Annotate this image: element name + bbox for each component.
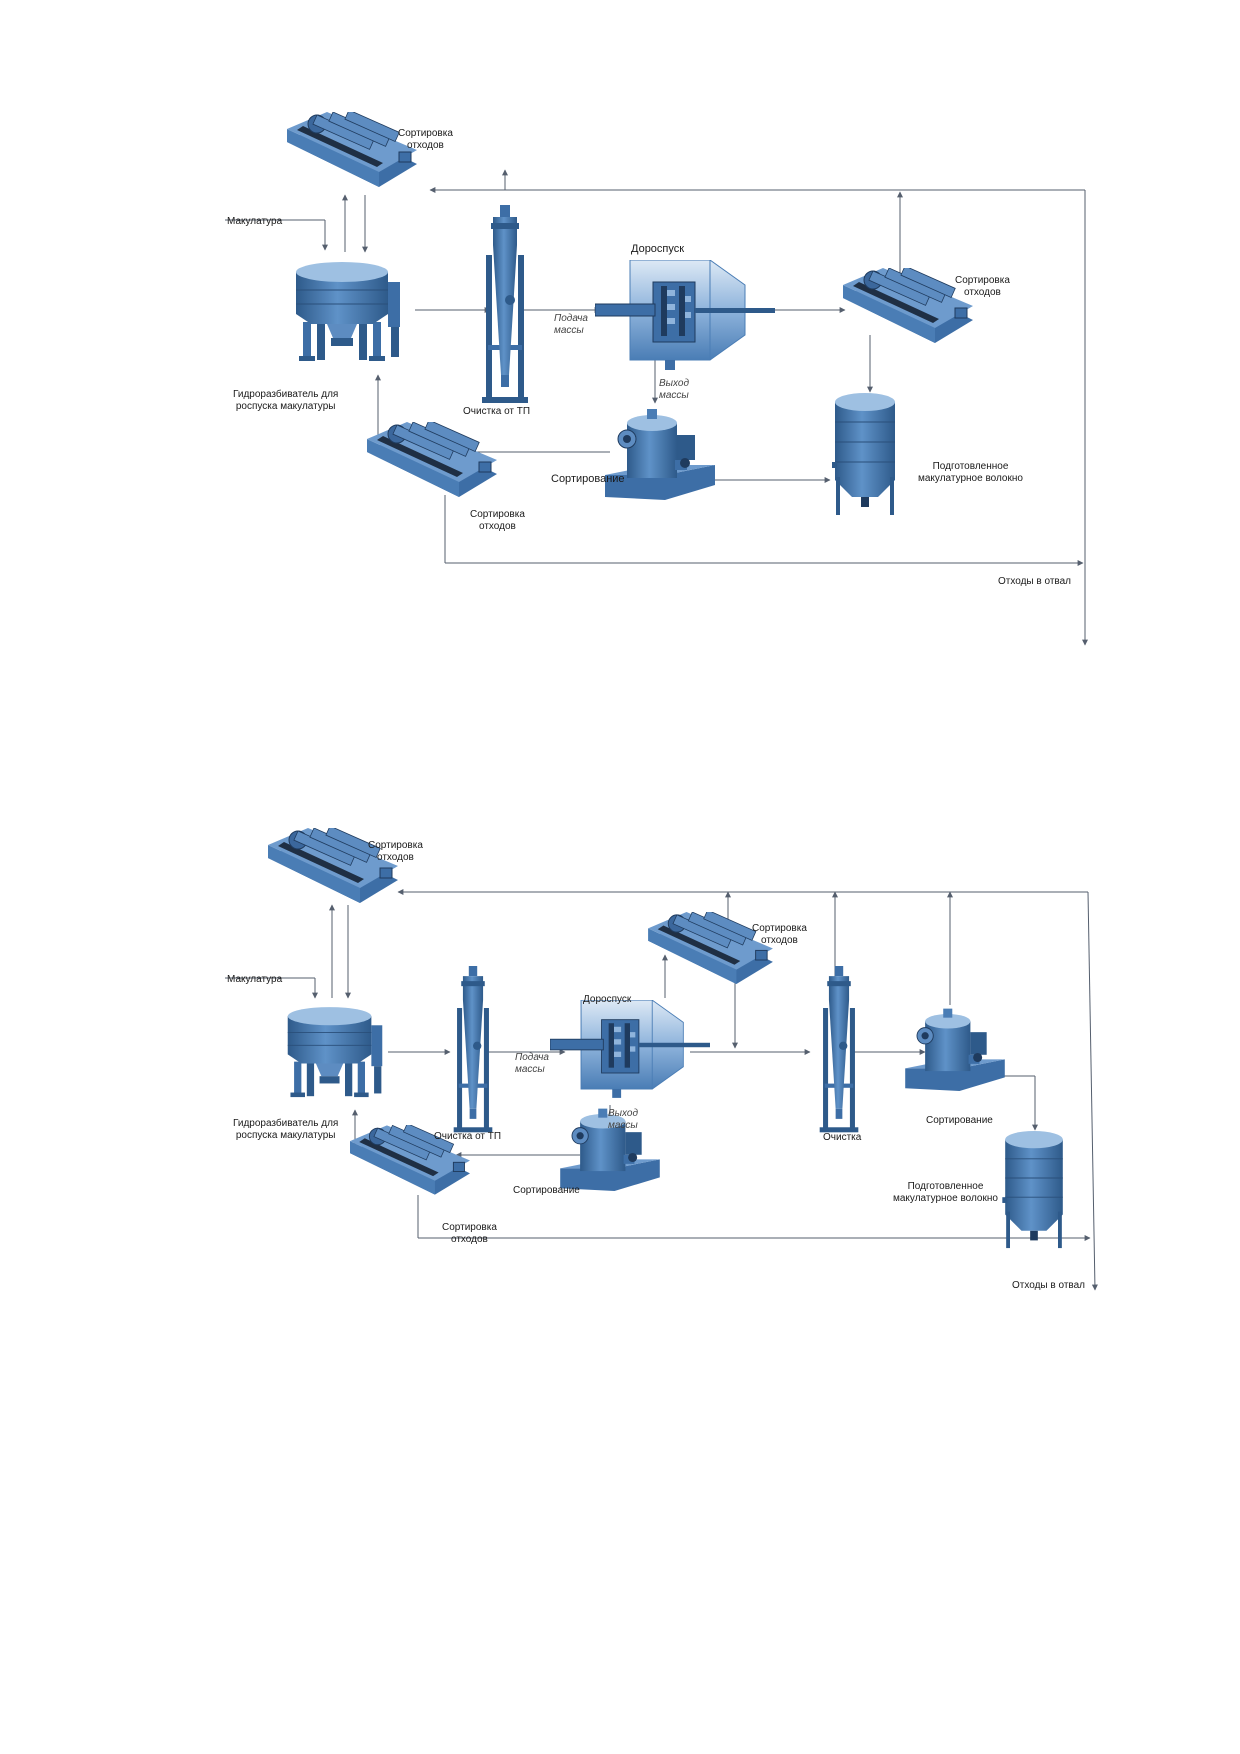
label-dorospusk-2: Дороспуск bbox=[583, 994, 632, 1005]
label-waste-sort-right: Сортировка отходов bbox=[955, 275, 1010, 298]
label-to-dump-2: Отходы в отвал bbox=[1012, 1280, 1085, 1291]
label-dorospusk: Дороспуск bbox=[631, 243, 685, 255]
disperser-icon-2 bbox=[550, 1000, 710, 1098]
label-makulatura: Макулатура bbox=[227, 216, 283, 227]
flow-diagram-2: Сортировка отходов Макулатура Гидроразби… bbox=[0, 820, 1240, 1340]
pressure-screen-right-icon-2 bbox=[905, 1005, 1005, 1091]
label-waste-sort-top-2: Сортировка отходов bbox=[368, 840, 423, 863]
label-waste-sort-mid-2: Сортировка отходов bbox=[752, 923, 807, 946]
label-pulper-2: Гидроразбиватель для роспуска макулатуры bbox=[233, 1118, 339, 1141]
fiber-tank-icon-2 bbox=[1000, 1130, 1068, 1250]
disperser-icon bbox=[595, 260, 775, 370]
label-waste-sort-bottom: Сортировка отходов bbox=[470, 509, 525, 532]
cyclone-cleaner-icon bbox=[480, 205, 530, 405]
label-waste-sort-bottom-2: Сортировка отходов bbox=[442, 1222, 497, 1245]
label-screening: Сортирование bbox=[551, 473, 625, 485]
label-makulatura-2: Макулатура bbox=[227, 974, 283, 985]
label-to-dump: Отходы в отвал bbox=[998, 576, 1071, 587]
label-cleaner-tp-2: Очистка от ТП bbox=[434, 1131, 502, 1142]
flow-diagram-1: Сортировка отходов Макулатура Гидроразби… bbox=[0, 100, 1240, 646]
label-feed: Подача массы bbox=[554, 313, 588, 336]
waste-sorter-right-icon bbox=[843, 268, 973, 343]
fiber-tank-icon bbox=[830, 392, 900, 517]
cyclone-cleaner-icon-2 bbox=[818, 965, 860, 1135]
label-prepared-fiber: Подготовленное макулатурное волокно bbox=[918, 461, 1023, 484]
label-cleaner-tp: Очистка от ТП bbox=[463, 406, 531, 417]
label-outlet: Выход массы bbox=[659, 378, 690, 401]
flow-lines-1 bbox=[225, 169, 1088, 646]
waste-sorter-bottom-icon bbox=[367, 422, 497, 497]
label-outlet-2: Выход массы bbox=[608, 1108, 639, 1131]
label-feed-2: Подача массы bbox=[515, 1052, 549, 1075]
label-screening-right-2: Сортирование bbox=[926, 1115, 993, 1126]
label-waste-sort-top: Сортировка отходов bbox=[398, 128, 453, 151]
label-pulper: Гидроразбиватель для роспуска макулатуры bbox=[233, 389, 339, 412]
label-cleaner-2: Очистка bbox=[823, 1132, 862, 1143]
pressure-screen-icon bbox=[605, 405, 715, 500]
label-prepared-fiber-2: Подготовленное макулатурное волокно bbox=[893, 1181, 998, 1204]
pulper-icon-2 bbox=[285, 998, 385, 1098]
cyclone-cleaner-tp-icon-2 bbox=[452, 965, 494, 1135]
label-screening-left-2: Сортирование bbox=[513, 1185, 580, 1196]
pulper-icon bbox=[293, 252, 403, 362]
